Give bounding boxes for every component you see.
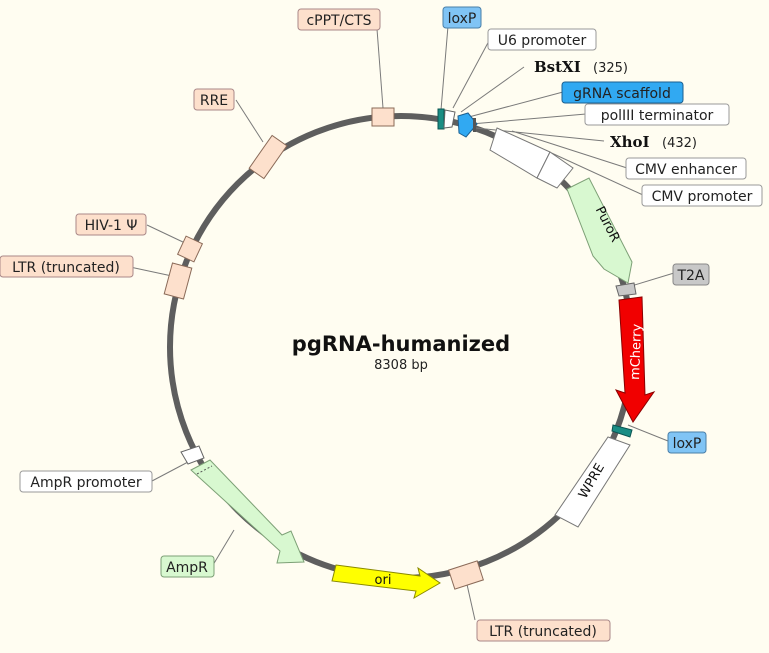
site-xhoi: XhoI (432)	[610, 133, 697, 151]
ltr-left-feature	[163, 262, 193, 300]
leader-lines	[129, 25, 675, 621]
u6-promoter-feature	[443, 109, 456, 129]
svg-text:AmpR: AmpR	[166, 560, 208, 576]
svg-text:BstXI: BstXI	[534, 58, 581, 76]
label-hiv-psi: HIV-1 Ψ	[75, 213, 147, 236]
svg-text:T2A: T2A	[676, 268, 704, 284]
svg-text:(325): (325)	[593, 61, 628, 76]
svg-text:XhoI: XhoI	[610, 133, 650, 151]
svg-text:loxP: loxP	[673, 436, 702, 452]
label-loxp-right: loxP	[667, 431, 707, 454]
plasmid-title: pgRNA-humanized	[292, 332, 510, 356]
svg-text:polIII terminator: polIII terminator	[601, 108, 714, 124]
poliii-terminator-feature	[473, 118, 476, 132]
cppt-cts-feature	[371, 107, 395, 127]
hiv-psi-feature	[176, 235, 204, 263]
svg-text:RRE: RRE	[200, 93, 228, 109]
svg-text:LTR (truncated): LTR (truncated)	[489, 624, 597, 640]
svg-text:gRNA scaffold: gRNA scaffold	[573, 86, 671, 102]
label-cmv-enhancer: CMV enhancer	[625, 157, 747, 180]
ori-feature	[331, 564, 441, 600]
site-bstxi: BstXI (325)	[534, 58, 628, 76]
ori-label: ori	[375, 573, 392, 588]
svg-text:U6 promoter: U6 promoter	[498, 33, 587, 49]
label-poliii: polIII terminator	[584, 103, 730, 126]
label-cmv-promoter: CMV promoter	[641, 184, 763, 207]
plasmid-length: 8308 bp	[374, 358, 428, 373]
t2a-feature	[615, 282, 637, 297]
svg-text:HIV-1 Ψ: HIV-1 Ψ	[85, 218, 138, 234]
wpre-feature	[554, 436, 631, 528]
label-ampr-promoter: AmpR promoter	[19, 470, 153, 493]
loxp-top-feature	[437, 108, 445, 130]
svg-text:LTR (truncated): LTR (truncated)	[12, 260, 120, 276]
ampr-feature	[190, 459, 305, 564]
label-cppt: cPPT/CTS	[297, 8, 381, 31]
label-grna-scaffold: gRNA scaffold	[561, 81, 684, 104]
rre-feature	[248, 134, 288, 180]
svg-text:AmpR promoter: AmpR promoter	[30, 475, 141, 491]
mcherry-label: mCherry	[628, 323, 645, 380]
label-u6-promoter: U6 promoter	[487, 28, 597, 51]
label-ltr-bottom: LTR (truncated)	[476, 619, 611, 642]
grna-scaffold-feature	[457, 112, 478, 138]
svg-text:CMV promoter: CMV promoter	[652, 189, 753, 205]
mcherry-feature	[614, 296, 656, 423]
loxp-right-feature	[611, 424, 633, 438]
puror-feature	[566, 177, 633, 284]
ltr-bottom-feature	[448, 560, 484, 590]
svg-text:CMV enhancer: CMV enhancer	[635, 162, 737, 178]
label-ampr: AmpR	[160, 555, 215, 578]
svg-text:(432): (432)	[662, 136, 697, 151]
label-rre: RRE	[193, 88, 235, 111]
label-t2a: T2A	[672, 263, 710, 286]
cmv-promoter-feature	[536, 151, 574, 189]
svg-text:cPPT/CTS: cPPT/CTS	[306, 13, 371, 29]
ampr-promoter-feature	[180, 445, 205, 465]
label-ltr-left: LTR (truncated)	[0, 255, 134, 278]
label-loxp-top: loxP	[442, 6, 482, 29]
svg-text:loxP: loxP	[448, 11, 477, 27]
